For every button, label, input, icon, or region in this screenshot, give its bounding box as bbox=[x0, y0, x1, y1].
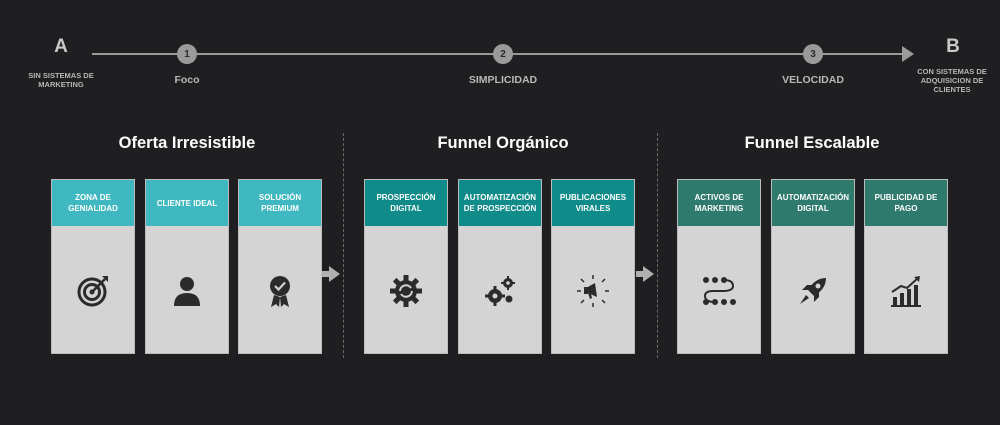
flow-arrow-icon bbox=[329, 266, 340, 282]
card-label: PUBLICIDAD DE PAGO bbox=[865, 180, 947, 226]
card-automatizacion-de-prospeccion: AUTOMATIZACIÓN DE PROSPECCIÓN bbox=[458, 179, 542, 354]
card-label: AUTOMATIZACIÓN DIGITAL bbox=[772, 180, 854, 226]
section-title-funnel-organico: Funnel Orgánico bbox=[437, 134, 569, 152]
card-solucion-premium: SOLUCIÓN PREMIUM bbox=[238, 179, 322, 354]
timeline-end-label: CON SISTEMAS DE ADQUISICION DE CLIENTES bbox=[917, 67, 987, 94]
card-label: PROSPECCIÓN DIGITAL bbox=[365, 180, 447, 226]
section-title-oferta: Oferta Irresistible bbox=[118, 134, 256, 152]
card-label: ACTIVOS DE MARKETING bbox=[678, 180, 760, 226]
card-label: ZONA DE GENIALIDAD bbox=[52, 180, 134, 226]
card-label: SOLUCIÓN PREMIUM bbox=[239, 180, 321, 226]
rocket-icon bbox=[800, 277, 826, 304]
flow-arrow-icon bbox=[643, 266, 654, 282]
section-title-funnel-escalable: Funnel Escalable bbox=[744, 134, 880, 152]
user-icon bbox=[174, 276, 200, 306]
flow-arrow-stem bbox=[322, 271, 330, 277]
growth-chart-icon bbox=[891, 275, 921, 307]
step-2-label: SIMPLICIDAD bbox=[468, 74, 538, 86]
card-activos-de-marketing: ACTIVOS DE MARKETING bbox=[677, 179, 761, 354]
card-label: PUBLICACIONES VIRALES bbox=[552, 180, 634, 226]
target-icon bbox=[77, 275, 108, 306]
card-label: AUTOMATIZACIÓN DE PROSPECCIÓN bbox=[459, 180, 541, 226]
megaphone-icon bbox=[577, 274, 609, 307]
timeline-start-letter: A bbox=[54, 36, 68, 57]
card-automatizacion-digital: AUTOMATIZACIÓN DIGITAL bbox=[771, 179, 855, 354]
step-3-label: VELOCIDAD bbox=[782, 74, 844, 86]
timeline-arrowhead-icon bbox=[902, 46, 914, 62]
timeline-start-label: SIN SISTEMAS DE MARKETING bbox=[28, 71, 94, 89]
section-divider bbox=[343, 133, 344, 358]
step-2-circle: 2 bbox=[493, 44, 513, 64]
card-publicidad-de-pago: PUBLICIDAD DE PAGO bbox=[864, 179, 948, 354]
award-badge-icon bbox=[270, 275, 290, 307]
flow-nodes-icon bbox=[703, 276, 736, 305]
step-1-label: Foco bbox=[174, 74, 200, 86]
step-3-circle: 3 bbox=[803, 44, 823, 64]
gear-refresh-icon bbox=[390, 274, 422, 307]
card-zona-de-genialidad: ZONA DE GENIALIDAD bbox=[51, 179, 135, 354]
timeline-end-letter: B bbox=[946, 36, 960, 57]
step-1-circle: 1 bbox=[177, 44, 197, 64]
card-cliente-ideal: CLIENTE IDEAL bbox=[145, 179, 229, 354]
card-label: CLIENTE IDEAL bbox=[146, 180, 228, 226]
section-divider bbox=[657, 133, 658, 358]
flow-arrow-stem bbox=[636, 271, 644, 277]
card-publicaciones-virales: PUBLICACIONES VIRALES bbox=[551, 179, 635, 354]
card-prospeccion-digital: PROSPECCIÓN DIGITAL bbox=[364, 179, 448, 354]
gears-icon bbox=[485, 275, 515, 306]
